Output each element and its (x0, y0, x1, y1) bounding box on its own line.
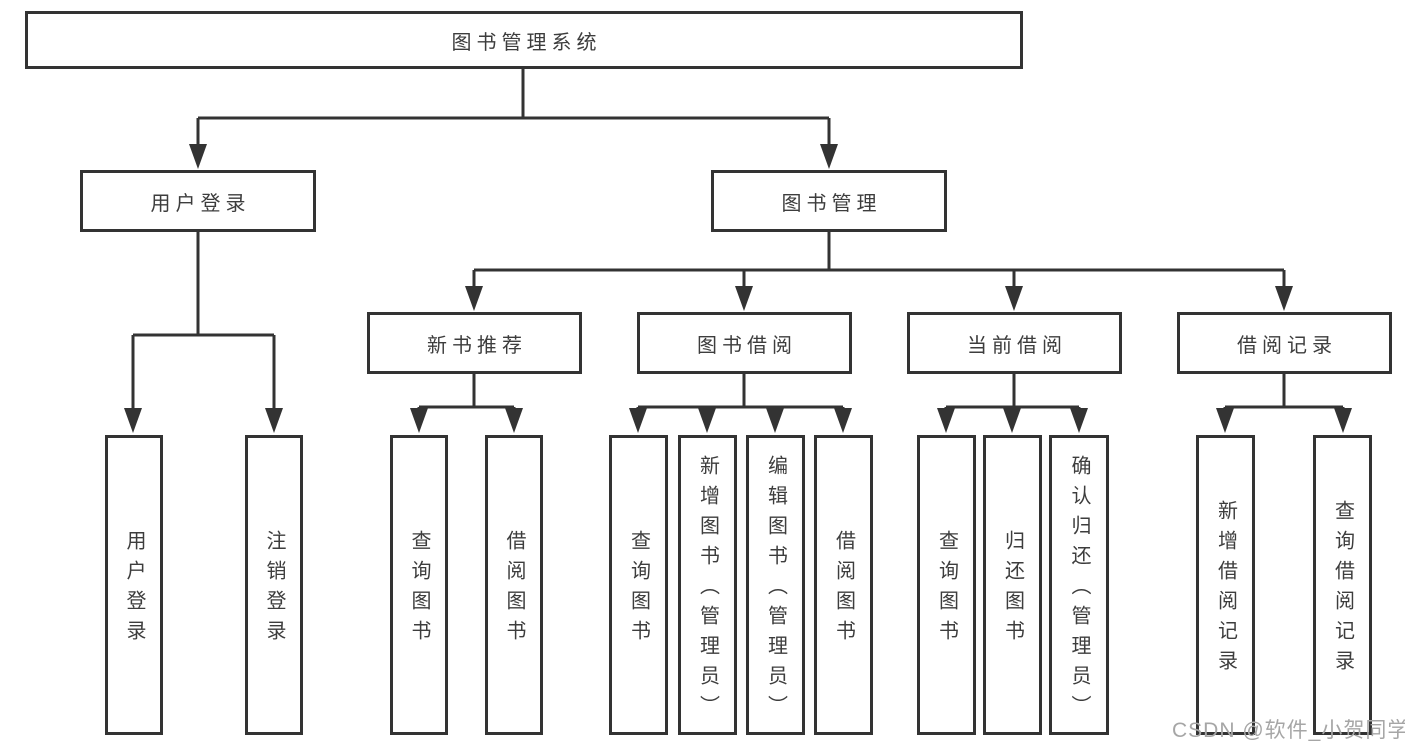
node-library-system: 图书管理系统 (25, 11, 1023, 69)
leaf-borrow-book: 借阅图书 (814, 435, 873, 735)
node-book-management: 图书管理 (711, 170, 947, 232)
leaf-edit-book-admin: 编辑图书（管理员） (746, 435, 805, 735)
node-label: 查询借阅记录 (1331, 500, 1354, 680)
node-label: 用户登录 (123, 530, 145, 650)
arrow-down-icon (265, 408, 283, 433)
node-label: 查询图书 (935, 530, 958, 650)
arrow-down-icon (735, 286, 753, 311)
arrow-down-icon (766, 408, 784, 433)
watermark: CSDN @软件_小贺同学 (1172, 719, 1405, 742)
arrow-down-icon (1005, 286, 1023, 311)
arrow-down-icon (629, 408, 647, 433)
arrow-down-icon (937, 408, 955, 433)
node-label: 用户登录 (150, 192, 251, 215)
node-current-borrow: 当前借阅 (907, 312, 1122, 374)
leaf-return-book: 归还图书 (983, 435, 1042, 735)
arrow-down-icon (505, 408, 523, 433)
arrow-down-icon (1070, 408, 1088, 433)
node-label: 新增图书（管理员） (696, 455, 719, 725)
leaf-query-borrow-record: 查询借阅记录 (1313, 435, 1372, 735)
arrow-down-icon (410, 408, 428, 433)
node-label: 归还图书 (1001, 530, 1024, 650)
arrow-down-icon (834, 408, 852, 433)
node-book-borrow: 图书借阅 (637, 312, 852, 374)
leaf-query-book: 查询图书 (390, 435, 448, 735)
leaf-add-book-admin: 新增图书（管理员） (678, 435, 737, 735)
leaf-add-borrow-record: 新增借阅记录 (1196, 435, 1255, 735)
node-label: 注销登录 (263, 530, 285, 650)
arrow-down-icon (1003, 408, 1021, 433)
node-label: 借阅图书 (832, 530, 855, 650)
leaf-query-book: 查询图书 (609, 435, 668, 735)
node-label: 图书管理系统 (451, 31, 602, 54)
node-label: 新书推荐 (427, 334, 527, 357)
node-label: 图书借阅 (697, 334, 797, 357)
arrow-down-icon (189, 144, 207, 169)
leaf-query-book: 查询图书 (917, 435, 976, 735)
arrowheads (124, 144, 1352, 433)
node-label: 新增借阅记录 (1214, 500, 1237, 680)
node-label: 图书管理 (781, 192, 882, 215)
arrow-down-icon (698, 408, 716, 433)
leaf-borrow-book: 借阅图书 (485, 435, 543, 735)
node-label: 查询图书 (408, 530, 430, 650)
node-borrow-records: 借阅记录 (1177, 312, 1392, 374)
leaf-logout: 注销登录 (245, 435, 303, 735)
arrow-down-icon (1275, 286, 1293, 311)
node-user-login: 用户登录 (80, 170, 316, 232)
arrow-down-icon (124, 408, 142, 433)
arrow-down-icon (1334, 408, 1352, 433)
arrow-down-icon (820, 144, 838, 169)
arrow-down-icon (1216, 408, 1234, 433)
node-label: 确认归还（管理员） (1068, 455, 1090, 725)
node-label: 查询图书 (627, 530, 650, 650)
node-label: 借阅图书 (503, 530, 525, 650)
node-label: 当前借阅 (967, 334, 1067, 357)
node-label: 借阅记录 (1237, 334, 1337, 357)
leaf-confirm-return-admin: 确认归还（管理员） (1049, 435, 1109, 735)
arrow-down-icon (465, 286, 483, 311)
node-new-book-recommend: 新书推荐 (367, 312, 582, 374)
leaf-user-login: 用户登录 (105, 435, 163, 735)
node-label: 编辑图书（管理员） (764, 455, 787, 725)
